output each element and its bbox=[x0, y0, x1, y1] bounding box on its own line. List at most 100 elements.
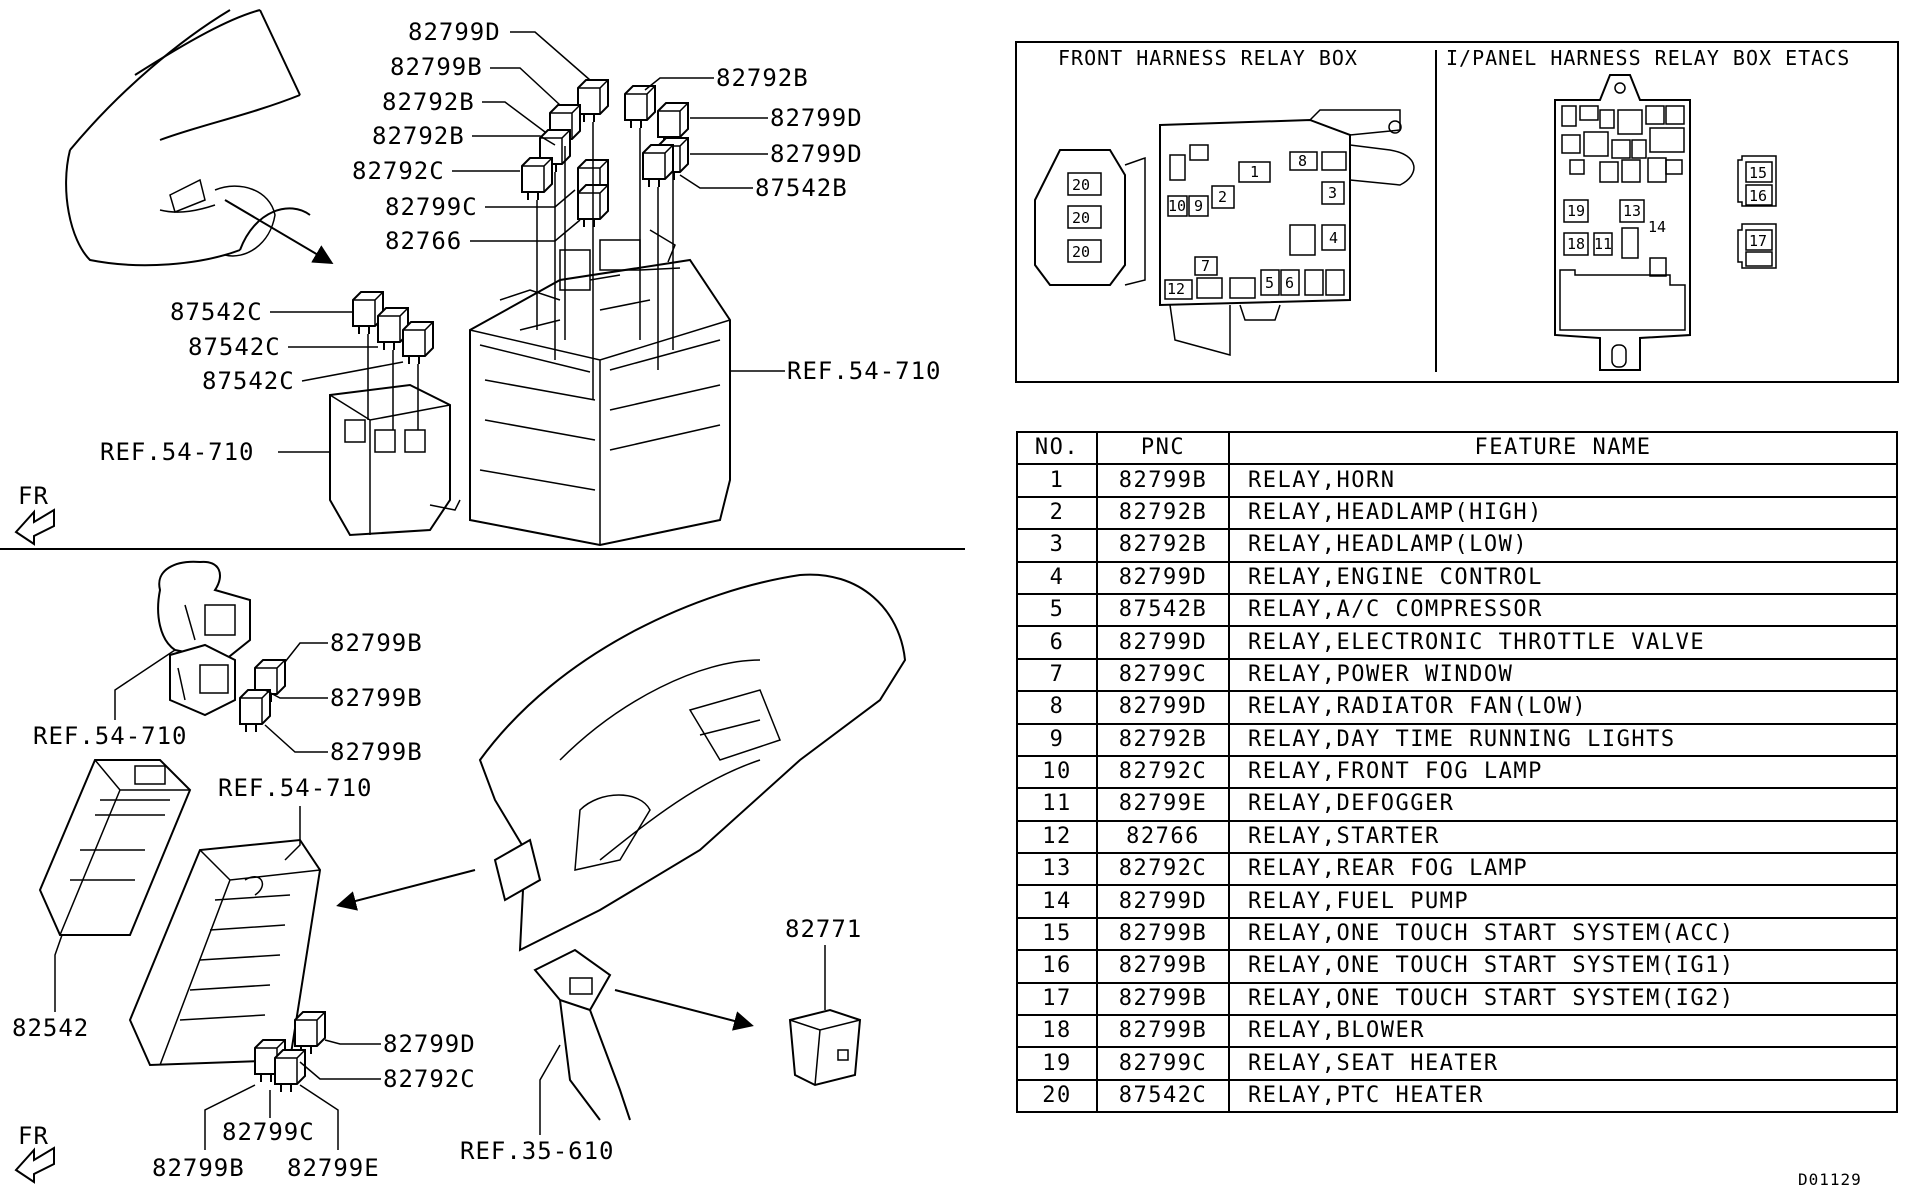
callout-82799c-1: 82799C bbox=[385, 193, 478, 221]
cell-pnc: 82799D bbox=[1096, 560, 1230, 595]
cell-pnc: 82799B bbox=[1096, 916, 1230, 952]
svg-text:20: 20 bbox=[1072, 243, 1090, 261]
cell-no: 6 bbox=[1016, 625, 1098, 660]
cell-no: 12 bbox=[1016, 819, 1098, 855]
svg-text:14: 14 bbox=[1648, 218, 1666, 236]
callout-82799b-1: 82799B bbox=[390, 53, 483, 81]
cell-no: 16 bbox=[1016, 949, 1098, 984]
cell-no: 17 bbox=[1016, 981, 1098, 1017]
ipanel-relay-box-drawing: 19 13 18 11 14 15 16 17 bbox=[1554, 74, 1777, 371]
cell-no: 18 bbox=[1016, 1014, 1098, 1049]
svg-text:7: 7 bbox=[1201, 257, 1210, 275]
relay-drop-lines bbox=[367, 122, 674, 430]
svg-text:3: 3 bbox=[1328, 184, 1337, 202]
header-no: NO. bbox=[1016, 430, 1098, 466]
cell-pnc: 82792B bbox=[1096, 528, 1230, 563]
svg-text:20: 20 bbox=[1072, 209, 1090, 227]
engine-bay-arrow bbox=[224, 199, 334, 265]
callout-82792c: 82792C bbox=[352, 157, 445, 185]
cell-pnc: 82799B bbox=[1096, 1014, 1230, 1049]
cell-pnc: 82799D bbox=[1096, 625, 1230, 660]
small-relay-block bbox=[329, 383, 461, 537]
cell-feature: RELAY,RADIATOR FAN(LOW) bbox=[1228, 690, 1898, 725]
callout-82799e-b11: 82799E bbox=[287, 1154, 380, 1182]
callout-ref-54-710-2: REF.54-710 bbox=[100, 438, 255, 466]
cell-feature: RELAY,HEADLAMP(LOW) bbox=[1228, 528, 1898, 563]
callout-87542c-1: 87542C bbox=[170, 298, 263, 326]
callout-87542b: 87542B bbox=[755, 174, 848, 202]
cell-no: 19 bbox=[1016, 1046, 1098, 1081]
svg-text:1: 1 bbox=[1250, 163, 1259, 181]
table-header-row: NO. PNC FEATURE NAME bbox=[1016, 430, 1898, 466]
main-relay-box bbox=[469, 229, 731, 547]
callout-87542c-3: 87542C bbox=[202, 367, 295, 395]
cell-feature: RELAY,HEADLAMP(HIGH) bbox=[1228, 495, 1898, 531]
cell-feature: RELAY,DAY TIME RUNNING LIGHTS bbox=[1228, 722, 1898, 757]
callout-82799c-b9: 82799C bbox=[222, 1118, 315, 1146]
dashboard-outline bbox=[478, 573, 907, 952]
cell-feature: RELAY,SEAT HEATER bbox=[1228, 1046, 1898, 1081]
small-relays-bottom bbox=[239, 659, 286, 733]
callout-82799d-b7: 82799D bbox=[383, 1030, 476, 1058]
cell-no: 2 bbox=[1016, 495, 1098, 531]
cell-feature: RELAY,DEFOGGER bbox=[1228, 787, 1898, 822]
cell-no: 13 bbox=[1016, 852, 1098, 887]
bottom-callouts: 82799B 82799B 82799B REF.54-710 REF.54-7… bbox=[12, 629, 862, 1182]
cell-pnc: 82792C bbox=[1096, 754, 1230, 790]
cell-feature: RELAY,ELECTRONIC THROTTLE VALVE bbox=[1228, 625, 1898, 660]
callout-82799b-b2: 82799B bbox=[330, 684, 423, 712]
cell-pnc: 82799E bbox=[1096, 787, 1230, 822]
etacs-module bbox=[38, 759, 192, 936]
car-front-outline bbox=[65, 9, 311, 267]
fr-arrow-bottom: FR bbox=[14, 1122, 55, 1184]
cell-feature: RELAY,ENGINE CONTROL bbox=[1228, 560, 1898, 595]
cell-no: 9 bbox=[1016, 722, 1098, 757]
cell-pnc: 82799D bbox=[1096, 884, 1230, 919]
svg-text:10: 10 bbox=[1168, 197, 1186, 215]
svg-text:18: 18 bbox=[1567, 235, 1585, 253]
cell-feature: RELAY,STARTER bbox=[1228, 819, 1898, 855]
top-callouts: 82799D 82799B 82792B 82792B 82792C 82799… bbox=[100, 18, 942, 466]
callout-82792c-b8: 82792C bbox=[383, 1065, 476, 1093]
cell-no: 4 bbox=[1016, 560, 1098, 595]
header-feature-name: FEATURE NAME bbox=[1228, 430, 1898, 466]
diagram-code: D01129 bbox=[1798, 1170, 1862, 1189]
callout-82771: 82771 bbox=[785, 915, 862, 943]
svg-text:20: 20 bbox=[1072, 176, 1090, 194]
callout-82792b-3: 82792B bbox=[716, 64, 809, 92]
cell-no: 11 bbox=[1016, 787, 1098, 822]
callout-ref-54-710-1: REF.54-710 bbox=[787, 357, 942, 385]
front-relay-box-title: FRONT HARNESS RELAY BOX bbox=[1058, 46, 1358, 70]
callout-82799d-1: 82799D bbox=[408, 18, 501, 46]
svg-text:FR: FR bbox=[18, 482, 49, 510]
cell-pnc: 82766 bbox=[1096, 819, 1230, 855]
cell-pnc: 82799C bbox=[1096, 657, 1230, 693]
front-relay-box-drawing: 20 20 20 1 8 2 10 9 3 4 bbox=[1034, 109, 1415, 356]
cell-feature: RELAY,FRONT FOG LAMP bbox=[1228, 754, 1898, 790]
cell-no: 1 bbox=[1016, 463, 1098, 498]
pedal-arrow bbox=[614, 989, 754, 1031]
cell-feature: RELAY,POWER WINDOW bbox=[1228, 657, 1898, 693]
cell-feature: RELAY,ONE TOUCH START SYSTEM(IG2) bbox=[1228, 981, 1898, 1017]
svg-text:19: 19 bbox=[1567, 202, 1585, 220]
svg-text:13: 13 bbox=[1623, 202, 1641, 220]
cell-feature: RELAY,FUEL PUMP bbox=[1228, 884, 1898, 919]
svg-text:15: 15 bbox=[1749, 164, 1767, 182]
